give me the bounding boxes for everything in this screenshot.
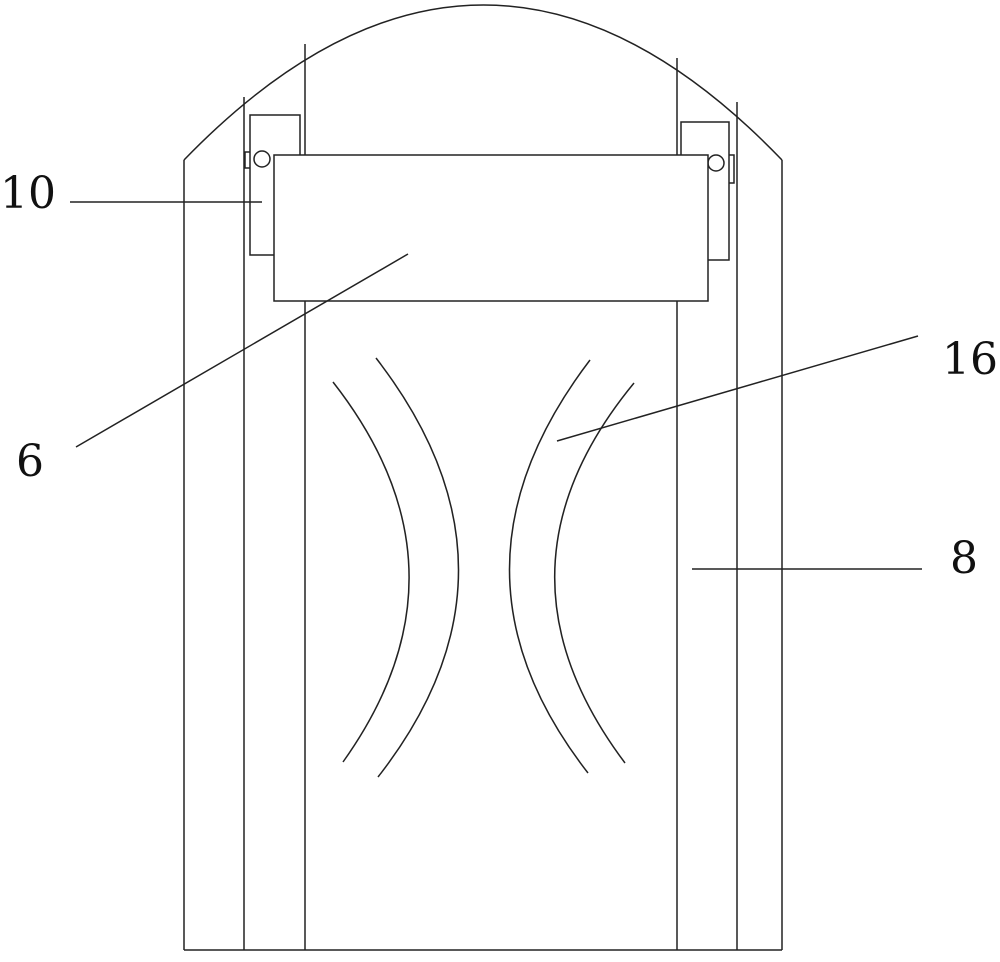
- grip-curve-left-inner: [376, 358, 459, 777]
- label-8: 8: [950, 537, 978, 581]
- label-16: 16: [942, 338, 998, 382]
- right-pivot-pin: [708, 155, 724, 171]
- grip-curve-right-inner: [509, 360, 590, 773]
- label-10: 10: [0, 172, 56, 216]
- label-6: 6: [16, 440, 44, 484]
- grip-curve-right-outer: [555, 383, 634, 763]
- handle-block: [274, 155, 708, 301]
- left-pivot-pin: [254, 151, 270, 167]
- grip-curve-left-outer: [333, 382, 409, 762]
